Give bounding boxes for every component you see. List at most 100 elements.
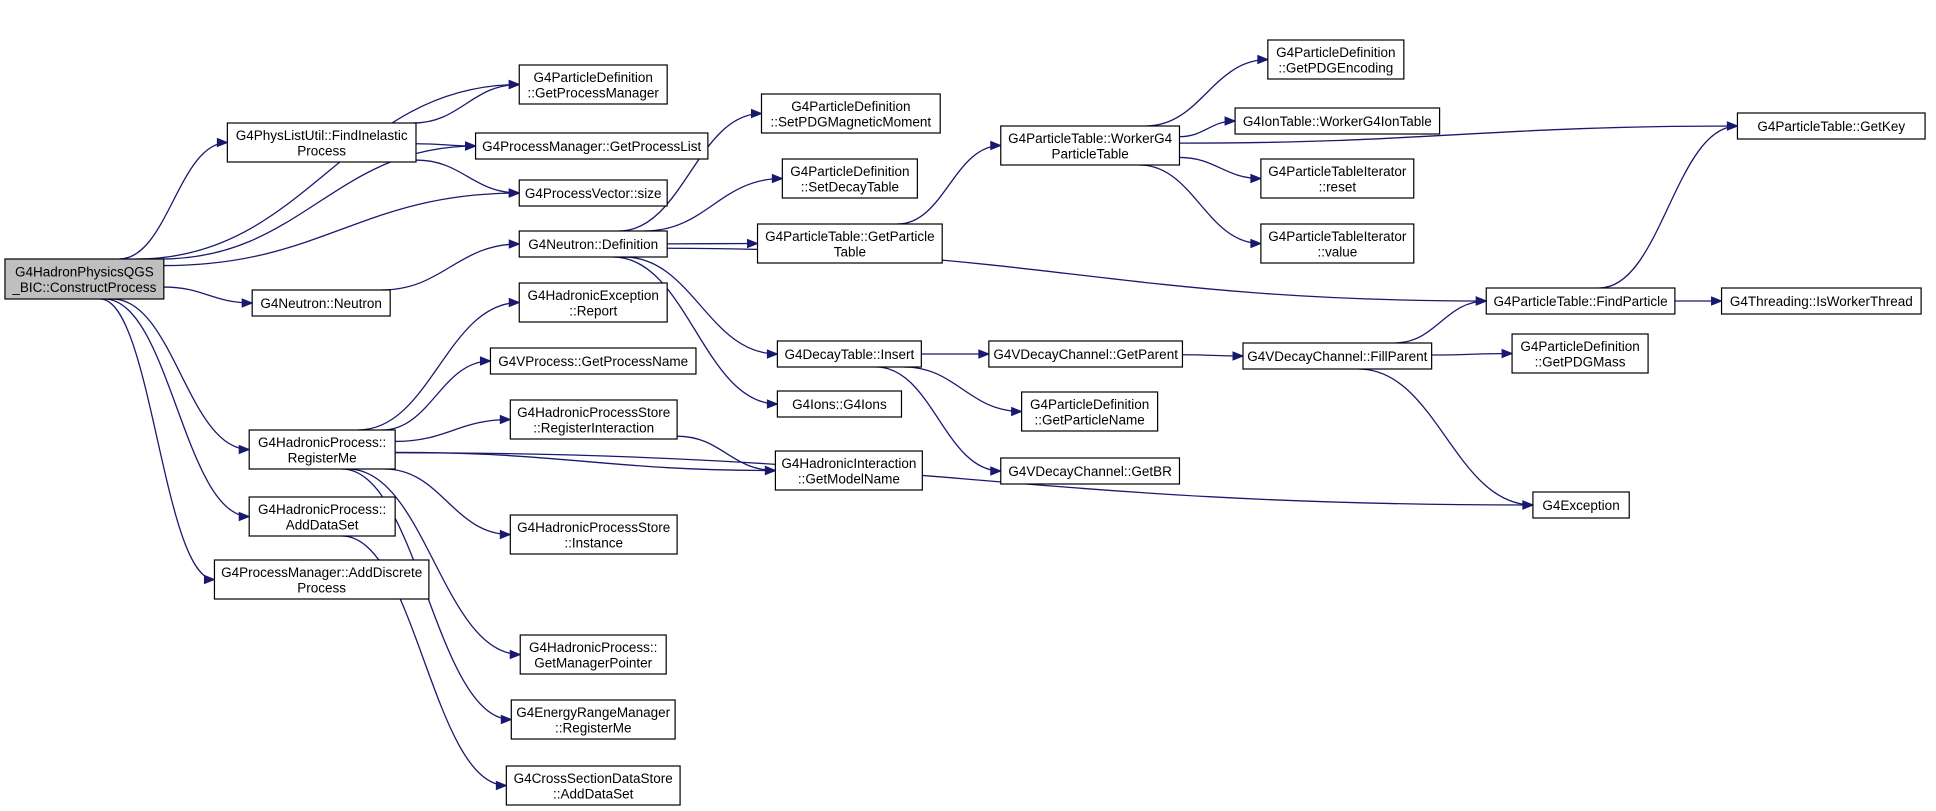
edge-workerPT-to-ionWorker	[1179, 116, 1237, 138]
node-getPName[interactable]: G4ParticleDefinition::GetParticleName	[1021, 391, 1159, 432]
node-box	[1000, 125, 1181, 166]
node-label: Table	[834, 244, 866, 259]
edge-hpsRegInter-to-hiGetModel	[677, 435, 777, 476]
node-setPDGMag[interactable]: G4ParticleDefinition::SetPDGMagneticMome…	[760, 93, 941, 134]
node-label: G4HadronicProcess::	[258, 502, 386, 517]
node-label: G4DecayTable::Insert	[784, 347, 914, 362]
node-label: ::value	[1317, 244, 1357, 259]
node-box	[776, 390, 903, 418]
node-label: G4HadronicProcessStore	[517, 520, 670, 535]
node-ionsCtor[interactable]: G4Ions::G4Ions	[776, 390, 903, 418]
node-label: RegisterMe	[288, 450, 357, 465]
nodes-layer: G4HadronPhysicsQGS_BIC::ConstructProcess…	[4, 39, 1926, 806]
node-label: ::GetPDGEncoding	[1278, 60, 1393, 75]
node-label: G4ParticleTable::GetKey	[1757, 119, 1905, 134]
node-hpsRegInter[interactable]: G4HadronicProcessStore::RegisterInteract…	[509, 399, 678, 440]
edge-hpRegMe-to-vpGetName	[381, 356, 492, 431]
node-box	[1532, 491, 1630, 519]
node-label: G4VProcess::GetProcessName	[498, 354, 688, 369]
node-label: G4EnergyRangeManager	[516, 705, 670, 720]
node-getKey[interactable]: G4ParticleTable::GetKey	[1736, 112, 1926, 140]
node-ermRegMe[interactable]: G4EnergyRangeManager::RegisterMe	[510, 699, 676, 740]
node-box	[1234, 107, 1441, 135]
node-setDecayTable[interactable]: G4ParticleDefinition::SetDecayTable	[781, 158, 918, 199]
node-hpGetMgr[interactable]: G4HadronicProcess::GetManagerPointer	[519, 634, 667, 675]
node-hpAddDS[interactable]: G4HadronicProcess::AddDataSet	[248, 496, 396, 537]
edge-hpRegMe-to-hpGetMgr	[347, 468, 522, 660]
node-box	[1260, 223, 1415, 264]
node-label: G4ParticleTableIterator	[1268, 229, 1407, 244]
node-getProcMgr[interactable]: G4ParticleDefinition::GetProcessManager	[518, 64, 668, 105]
node-label: G4ParticleDefinition	[791, 99, 910, 114]
node-ptiReset[interactable]: G4ParticleTableIterator::reset	[1260, 158, 1415, 199]
node-box	[1242, 342, 1433, 370]
node-label: ::RegisterMe	[555, 720, 632, 735]
node-label: ::GetModelName	[798, 471, 900, 486]
node-box	[776, 340, 922, 368]
edge-hpRegMe-to-hpsInstance	[384, 468, 512, 540]
node-label: G4ParticleDefinition	[1276, 45, 1395, 60]
node-ptiValue[interactable]: G4ParticleTableIterator::value	[1260, 223, 1415, 264]
edge-findInelastic-to-pvSize	[415, 159, 521, 198]
edge-root-to-pvSize	[163, 188, 521, 267]
node-box	[1021, 391, 1159, 432]
edge-workerPT-to-ptiValue	[1139, 164, 1263, 249]
node-ionWorker[interactable]: G4IonTable::WorkerG4IonTable	[1234, 107, 1441, 135]
node-box	[251, 289, 391, 317]
node-hpsInstance[interactable]: G4HadronicProcessStore::Instance	[509, 514, 678, 555]
node-box	[489, 347, 697, 375]
node-label: G4HadronicProcess::	[529, 640, 657, 655]
node-label: G4IonTable::WorkerG4IonTable	[1243, 114, 1432, 129]
node-box	[1267, 39, 1405, 80]
node-hiGetModel[interactable]: G4HadronicInteraction::GetModelName	[774, 450, 923, 491]
node-vdcGetBR[interactable]: G4VDecayChannel::GetBR	[1000, 457, 1181, 485]
node-isWorker[interactable]: G4Threading::IsWorkerThread	[1720, 287, 1922, 315]
node-g4exc[interactable]: G4Exception	[1532, 491, 1630, 519]
node-label: G4ProcessManager::AddDiscrete	[221, 565, 422, 580]
node-label: G4VDecayChannel::FillParent	[1247, 349, 1427, 364]
node-neutronCtor[interactable]: G4Neutron::Neutron	[251, 289, 391, 317]
node-box	[510, 699, 676, 740]
node-vdcFillParent[interactable]: G4VDecayChannel::FillParent	[1242, 342, 1433, 370]
node-label: G4ProcessVector::size	[525, 186, 662, 201]
node-getPDGEnc[interactable]: G4ParticleDefinition::GetPDGEncoding	[1267, 39, 1405, 80]
node-label: ::Instance	[564, 535, 623, 550]
node-getProcList[interactable]: G4ProcessManager::GetProcessList	[474, 132, 709, 160]
node-box	[509, 399, 678, 440]
node-neutronDef[interactable]: G4Neutron::Definition	[518, 230, 668, 258]
node-label: G4Threading::IsWorkerThread	[1730, 294, 1913, 309]
node-dtInsert[interactable]: G4DecayTable::Insert	[776, 340, 922, 368]
node-label: G4VDecayChannel::GetParent	[993, 347, 1178, 362]
edge-findInelastic-to-getProcMgr	[412, 79, 521, 124]
node-pvSize[interactable]: G4ProcessVector::size	[518, 179, 668, 207]
node-label: G4HadronicInteraction	[781, 456, 916, 471]
edge-neutronDef-to-getPT	[667, 238, 759, 249]
node-box	[518, 230, 668, 258]
edge-neutronDef-to-setDecayTable	[644, 173, 784, 232]
node-vpGetName[interactable]: G4VProcess::GetProcessName	[489, 347, 697, 375]
node-label: G4CrossSectionDataStore	[514, 771, 673, 786]
node-label: G4ParticleDefinition	[1030, 397, 1149, 412]
edge-root-to-findInelastic	[119, 137, 229, 260]
node-label: ::GetPDGMass	[1535, 354, 1626, 369]
node-label: G4ParticleDefinition	[1520, 339, 1639, 354]
edge-findInelastic-to-getProcList	[415, 141, 477, 151]
node-box	[518, 179, 668, 207]
node-findParticle[interactable]: G4ParticleTable::FindParticle	[1485, 287, 1676, 315]
node-hpRegMe[interactable]: G4HadronicProcess::RegisterMe	[248, 429, 396, 470]
node-root[interactable]: G4HadronPhysicsQGS_BIC::ConstructProcess	[4, 258, 165, 300]
node-label: G4ParticleTableIterator	[1268, 164, 1407, 179]
edge-root-to-getProcMgr	[136, 79, 521, 260]
node-label: G4ProcessManager::GetProcessList	[482, 139, 701, 154]
node-getPDGMass[interactable]: G4ParticleDefinition::GetPDGMass	[1511, 333, 1649, 374]
node-box	[248, 429, 396, 470]
node-csdsAddDS[interactable]: G4CrossSectionDataStore::AddDataSet	[505, 765, 681, 806]
node-vdcGetParent[interactable]: G4VDecayChannel::GetParent	[988, 340, 1184, 368]
node-hadExcReport[interactable]: G4HadronicException::Report	[518, 282, 668, 323]
node-box	[248, 496, 396, 537]
